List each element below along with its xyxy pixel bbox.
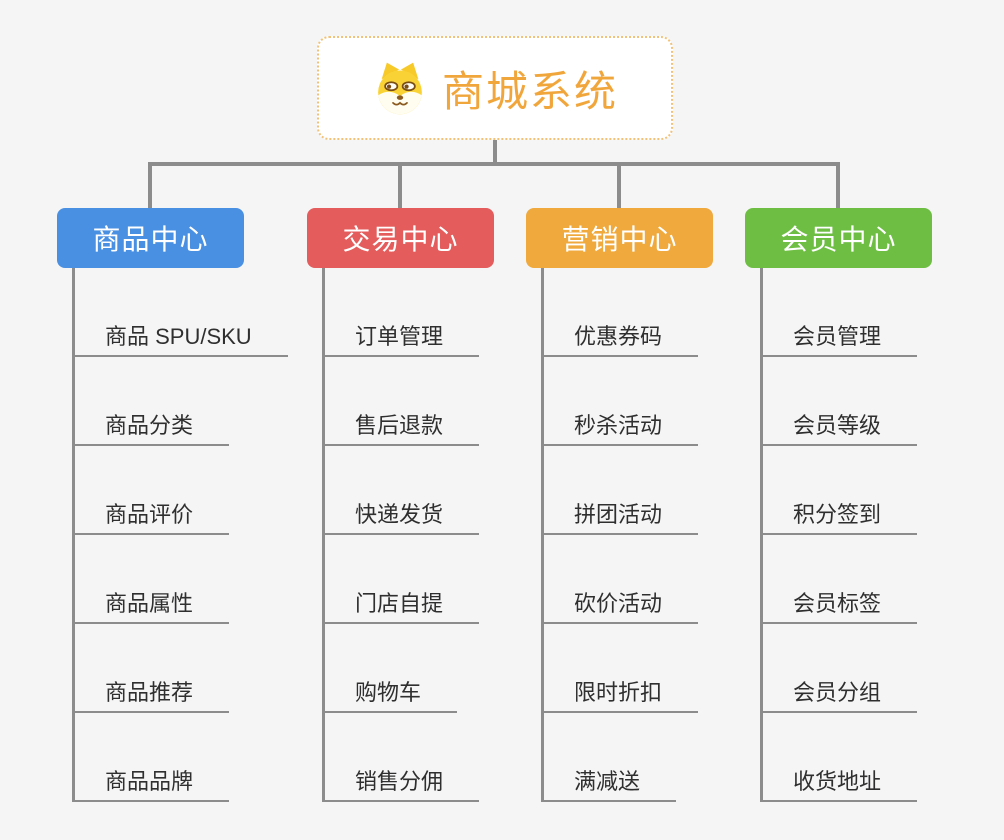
connector-drop-marketing <box>617 162 621 208</box>
trunk-line-member <box>760 268 763 802</box>
leaf-node[interactable]: 限时折扣 <box>541 679 699 713</box>
leaf-node[interactable]: 满减送 <box>541 768 677 802</box>
root-node-mall-system[interactable]: 商城系统 <box>317 36 673 140</box>
connector-drop-product <box>148 162 152 208</box>
leaf-node[interactable]: 商品评价 <box>72 501 230 535</box>
connector-root-stub <box>493 140 497 164</box>
leaf-node[interactable]: 会员标签 <box>760 590 918 624</box>
trunk-line-trade <box>322 268 325 802</box>
leaf-node[interactable]: 商品品牌 <box>72 768 230 802</box>
leaf-node[interactable]: 销售分佣 <box>322 768 480 802</box>
dog-face-icon <box>372 60 428 116</box>
leaf-node[interactable]: 快递发货 <box>322 501 480 535</box>
trunk-line-marketing <box>541 268 544 802</box>
leaf-node[interactable]: 会员等级 <box>760 412 918 446</box>
leaf-node[interactable]: 门店自提 <box>322 590 480 624</box>
leaf-node[interactable]: 拼团活动 <box>541 501 699 535</box>
leaf-node[interactable]: 商品属性 <box>72 590 230 624</box>
connector-drop-trade <box>398 162 402 208</box>
leaf-node[interactable]: 会员管理 <box>760 323 918 357</box>
leaf-node[interactable]: 商品推荐 <box>72 679 230 713</box>
branch-node-product-center[interactable]: 商品中心 <box>57 208 244 268</box>
leaf-node[interactable]: 砍价活动 <box>541 590 699 624</box>
connector-horizontal-rail <box>148 162 840 166</box>
branch-node-trade-center[interactable]: 交易中心 <box>307 208 494 268</box>
leaf-node[interactable]: 商品 SPU/SKU <box>72 323 288 357</box>
leaf-node[interactable]: 优惠券码 <box>541 323 699 357</box>
branch-node-marketing-center[interactable]: 营销中心 <box>526 208 713 268</box>
leaf-node[interactable]: 秒杀活动 <box>541 412 699 446</box>
leaf-node[interactable]: 会员分组 <box>760 679 918 713</box>
leaf-node[interactable]: 售后退款 <box>322 412 480 446</box>
leaf-node[interactable]: 订单管理 <box>322 323 480 357</box>
leaf-node[interactable]: 收货地址 <box>760 768 918 802</box>
branch-node-member-center[interactable]: 会员中心 <box>745 208 932 268</box>
trunk-line-product <box>72 268 75 802</box>
root-title: 商城系统 <box>441 67 618 115</box>
leaf-node[interactable]: 购物车 <box>322 679 458 713</box>
leaf-node[interactable]: 积分签到 <box>760 501 918 535</box>
connector-drop-member <box>836 162 840 208</box>
leaf-node[interactable]: 商品分类 <box>72 412 230 446</box>
